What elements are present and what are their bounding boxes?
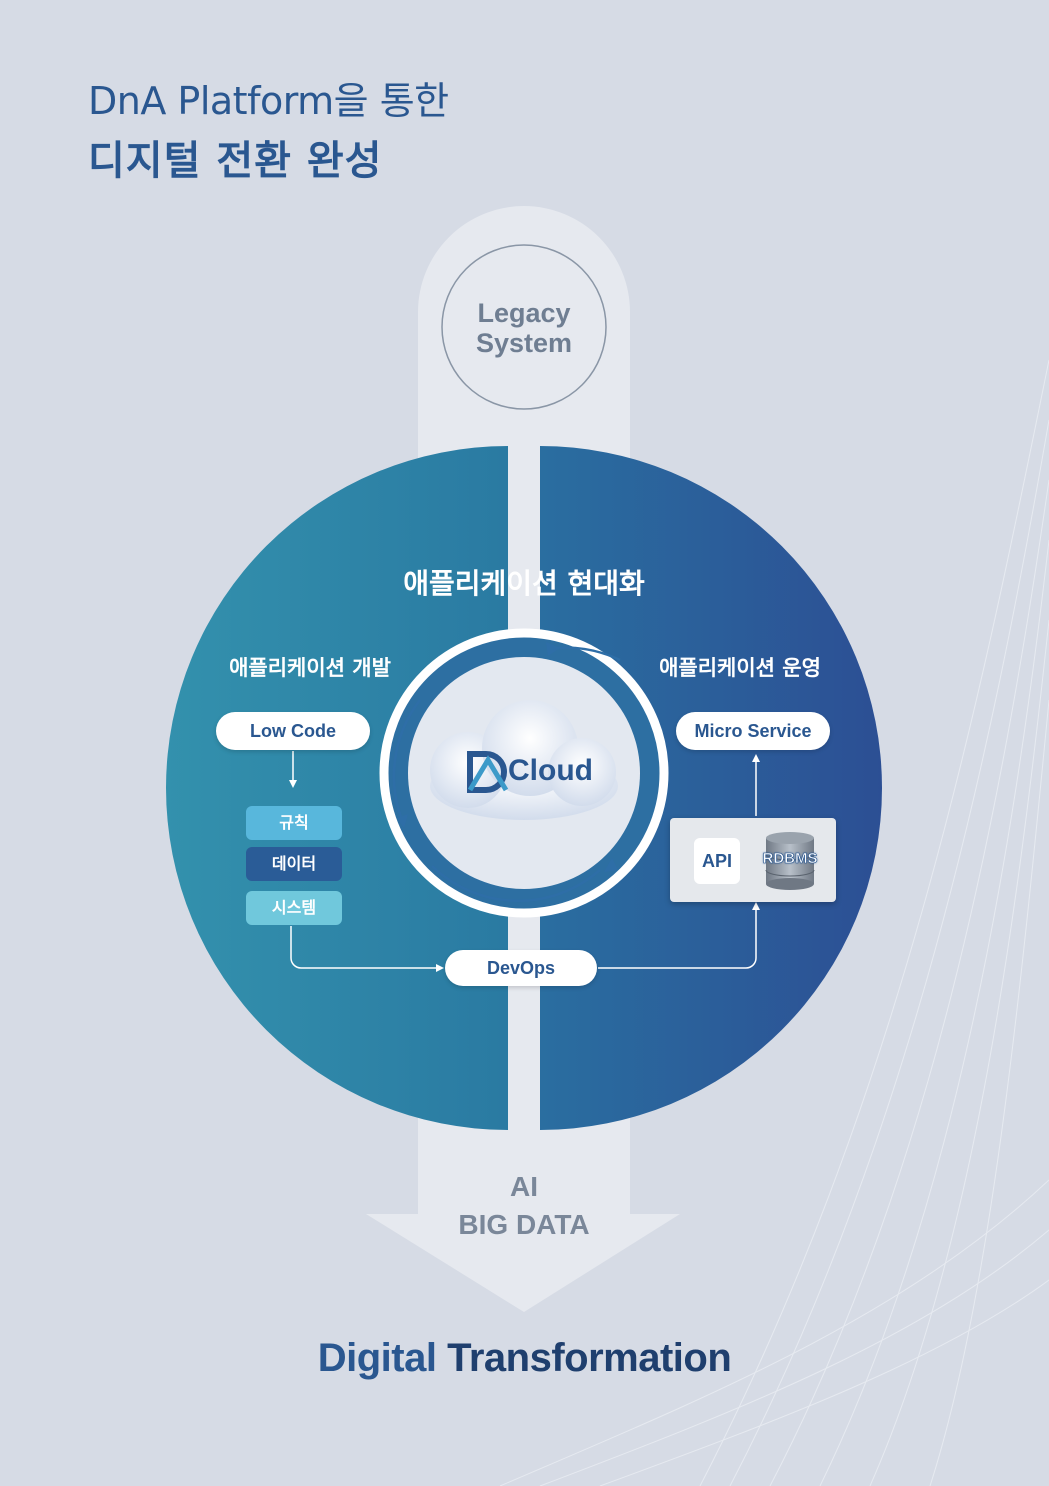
bigdata-label: BIG DATA (458, 1209, 590, 1240)
database-icon (765, 832, 815, 890)
modernization-title: 애플리케이션 현대화 (403, 567, 645, 600)
page-title-line1: DnA Platform을 통한 (88, 79, 449, 123)
rdbms-label: RDBMS (762, 850, 818, 868)
digital-transformation-title: Digital Transformation (0, 1336, 1049, 1381)
decorative-waves (499, 359, 1049, 1486)
footer-digital: Digital (317, 1336, 437, 1380)
low-code-pill: Low Code (216, 712, 370, 750)
app-operation-label: 애플리케이션 운영 (659, 656, 821, 680)
circle-right-half (540, 446, 882, 1130)
devops-pill: DevOps (445, 950, 597, 986)
circle-left-half (166, 446, 508, 1130)
legacy-line2: System (475, 328, 573, 358)
legacy-line1: Legacy (477, 298, 571, 328)
block-system: 시스템 (246, 891, 342, 925)
cycle-arrowheads (397, 642, 618, 872)
flow-lines (290, 751, 757, 969)
flow-arrowheads (289, 754, 760, 972)
footer-transformation: Transformation (447, 1336, 732, 1380)
ai-bigdata-label: AI BIG DATA (440, 1168, 608, 1244)
da-logo-icon (467, 751, 509, 793)
block-rules: 규칙 (246, 806, 342, 840)
legacy-system-label: Legacy System (442, 298, 606, 358)
ai-label: AI (510, 1171, 538, 1202)
page-title-line2: 디지털 전환 완성 (88, 138, 383, 184)
micro-service-pill: Micro Service (676, 712, 830, 750)
app-development-label: 애플리케이션 개발 (229, 656, 391, 680)
api-tile: API (694, 838, 740, 884)
legacy-circle (441, 244, 607, 410)
bar-connector-top (508, 588, 540, 632)
cloud-label: Cloud (508, 754, 593, 787)
block-data: 데이터 (246, 847, 342, 881)
